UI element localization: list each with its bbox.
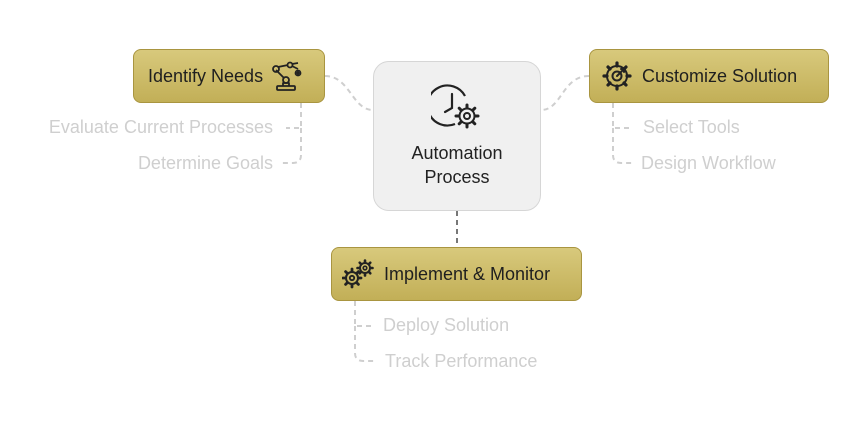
gears-icon: [342, 259, 374, 289]
subtopic-select-tools[interactable]: Select Tools: [643, 117, 740, 137]
center-title-line-2: Process: [424, 167, 490, 187]
center-title-line-1: Automation: [411, 143, 503, 163]
connector-identify-items: [282, 103, 302, 164]
node-customize-label: Customize Solution: [642, 65, 798, 86]
node-implement-monitor[interactable]: Implement & Monitor: [331, 247, 582, 301]
subtopic-determine-goals[interactable]: Determine Goals: [137, 153, 273, 173]
clock-gear-icon: [426, 82, 483, 135]
robot-arm-icon: [271, 60, 303, 92]
node-customize-solution[interactable]: Customize Solution: [589, 49, 829, 103]
connector-customize-center: [540, 75, 590, 111]
subtopic-evaluate-current-processes[interactable]: Evaluate Current Processes: [48, 117, 273, 137]
node-identify-label: Identify Needs: [148, 65, 264, 86]
node-implement-label: Implement & Monitor: [384, 263, 551, 284]
node-identify-needs[interactable]: Identify Needs: [133, 49, 325, 103]
subtopic-design-workflow[interactable]: Design Workflow: [641, 153, 776, 173]
connector-customize-items: [612, 103, 633, 164]
center-node[interactable]: Automation Process: [373, 61, 541, 211]
subtopic-track-performance[interactable]: Track Performance: [385, 351, 538, 371]
connector-implement-items: [354, 301, 375, 362]
target-gear-icon: [602, 61, 632, 91]
subtopic-deploy-solution[interactable]: Deploy Solution: [383, 315, 510, 335]
connector-identify-center: [324, 75, 374, 111]
